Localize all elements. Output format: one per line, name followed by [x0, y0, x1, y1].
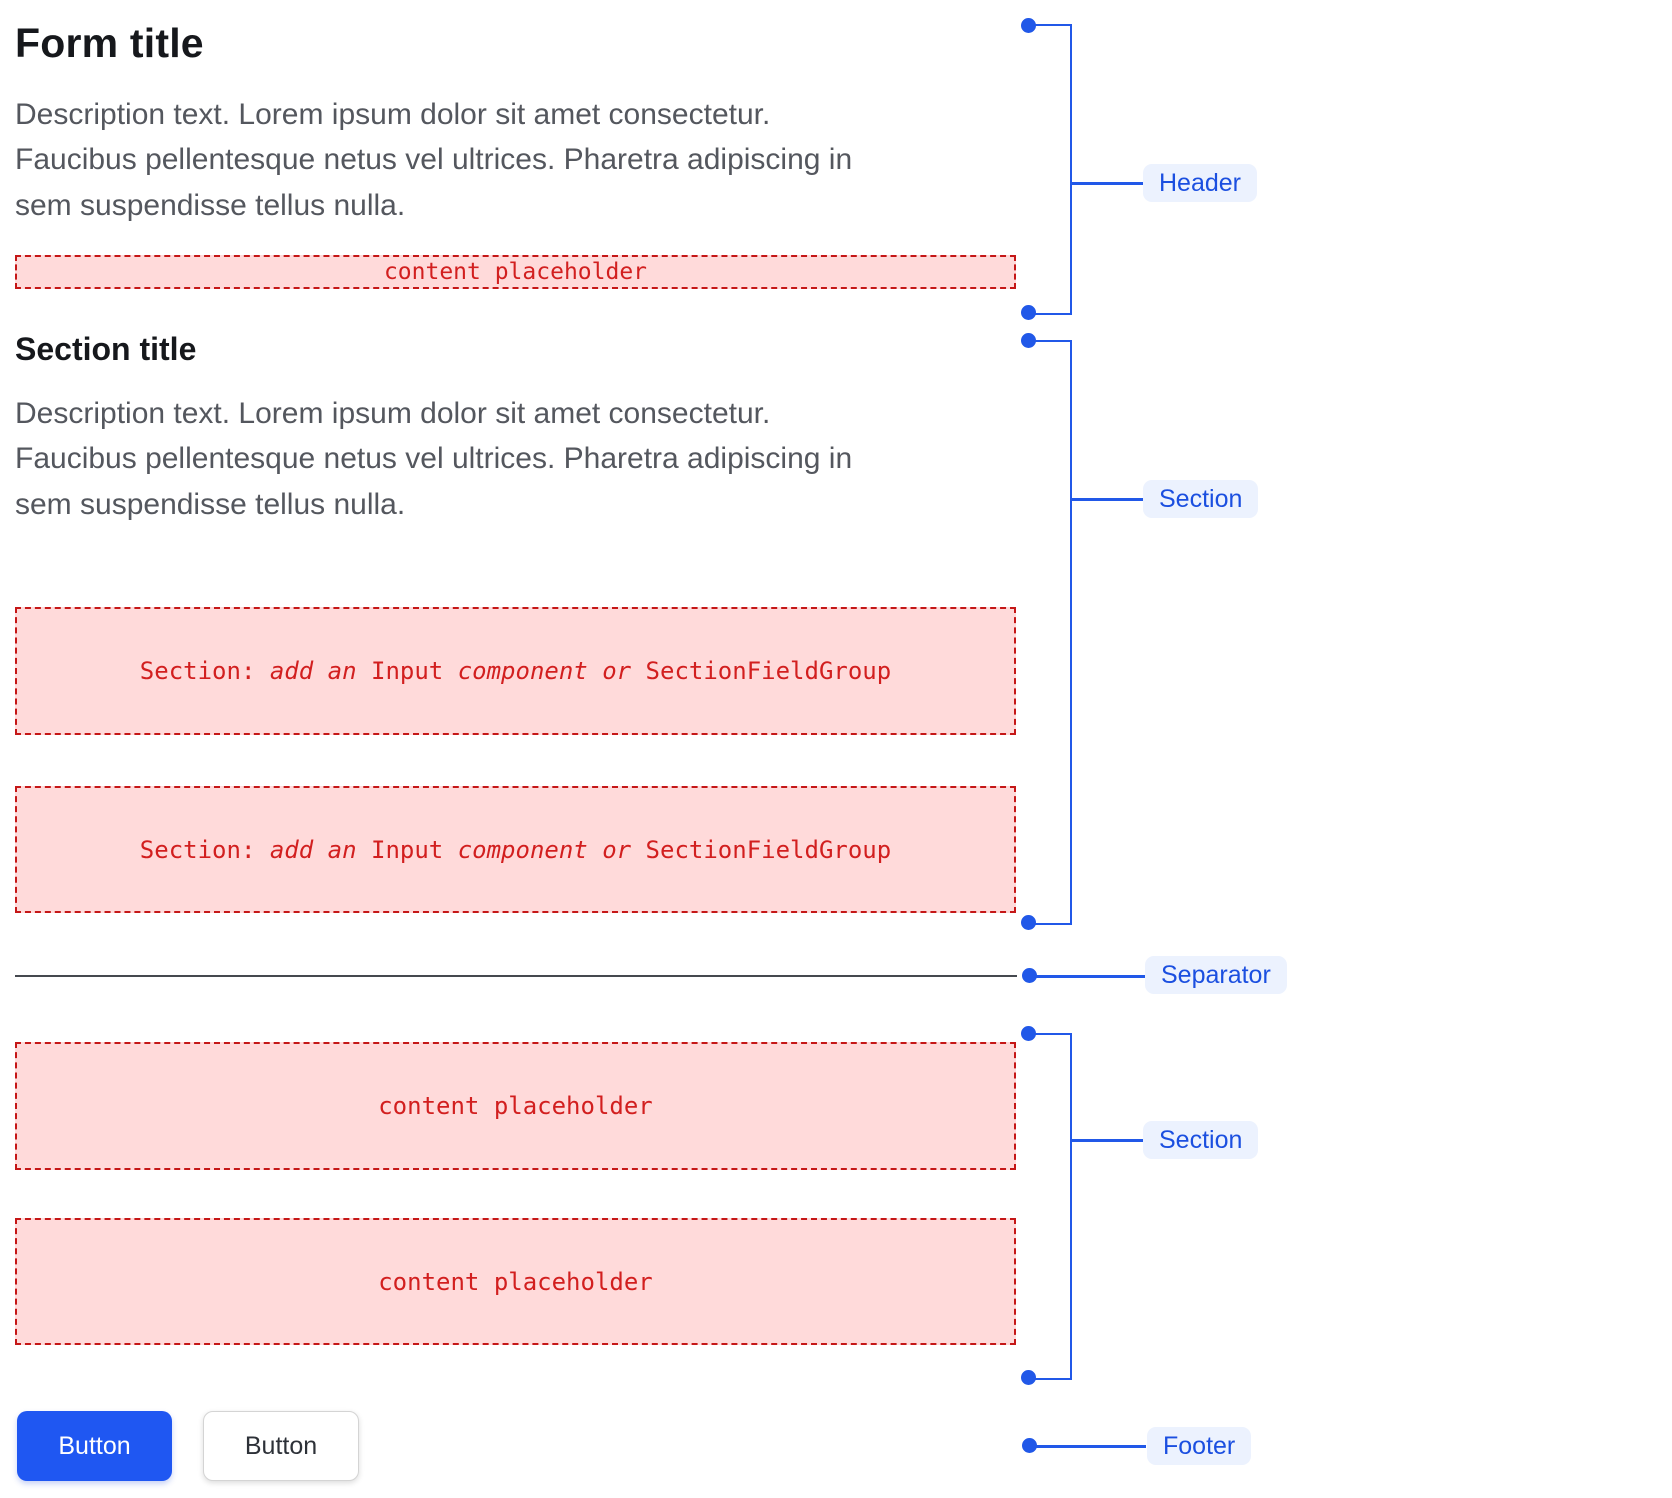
primary-button[interactable]: Button: [17, 1411, 172, 1481]
section-label-2-connector: [1070, 1139, 1144, 1142]
section-bracket-2-bottom-dot: [1021, 1370, 1036, 1385]
section-description-line: sem suspendisse tellus nulla.: [15, 487, 406, 521]
content-placeholder-1-label: content placeholder: [378, 1092, 653, 1120]
section-input-placeholder-1: Section: add an Input component or Secti…: [15, 607, 1016, 735]
section-bracket-1-top-dot: [1021, 333, 1036, 348]
section-input-placeholder-2: Section: add an Input component or Secti…: [15, 786, 1016, 913]
secondary-button[interactable]: Button: [203, 1411, 359, 1481]
header-content-placeholder: content placeholder: [15, 255, 1016, 289]
section-description-line: Description text. Lorem ipsum dolor sit …: [15, 397, 771, 430]
form-description-line: Description text. Lorem ipsum dolor sit …: [15, 98, 771, 131]
section-annotation-label-2: Section: [1143, 1121, 1259, 1159]
section-input-placeholder-2-label: Section: add an Input component or Secti…: [139, 835, 892, 864]
section-input-placeholder-1-label: Section: add an Input component or Secti…: [139, 657, 892, 685]
header-annotation-label: Header: [1143, 164, 1257, 202]
section-description-line: Faucibus pellentesque netus vel ultrices…: [15, 442, 853, 476]
content-placeholder-1: content placeholder: [15, 1042, 1016, 1170]
content-placeholder-2: content placeholder: [15, 1218, 1016, 1345]
section-bracket-2: [1028, 1033, 1072, 1380]
footer-dot: [1022, 1438, 1037, 1453]
section-bracket-2-top-dot: [1021, 1026, 1036, 1041]
header-content-placeholder-label: content placeholder: [383, 259, 648, 285]
separator-label-connector: [1030, 975, 1146, 978]
section-title: Section title: [15, 331, 197, 367]
header-label-connector: [1070, 182, 1144, 185]
footer-label-connector: [1030, 1445, 1146, 1448]
header-bracket-bottom-dot: [1021, 305, 1036, 320]
header-bracket: [1028, 24, 1072, 315]
section-bracket-1-bottom-dot: [1021, 915, 1036, 930]
separator-dot: [1022, 968, 1037, 983]
footer-annotation-label: Footer: [1147, 1427, 1252, 1465]
separator-line: [15, 975, 1017, 977]
form-description-line: Faucibus pellentesque netus vel ultrices…: [15, 143, 853, 177]
section-description: Description text. Lorem ipsum dolor sit …: [15, 391, 975, 527]
form-description-line: sem suspendisse tellus nulla.: [15, 188, 406, 222]
section-label-1-connector: [1070, 498, 1144, 501]
form-title: Form title: [15, 20, 204, 66]
section-annotation-label-1: Section: [1143, 480, 1259, 518]
content-placeholder-2-label: content placeholder: [378, 1267, 653, 1296]
separator-annotation-label: Separator: [1145, 956, 1287, 994]
form-description: Description text. Lorem ipsum dolor sit …: [15, 92, 975, 228]
section-bracket-1: [1028, 340, 1072, 925]
header-bracket-top-dot: [1021, 18, 1036, 33]
